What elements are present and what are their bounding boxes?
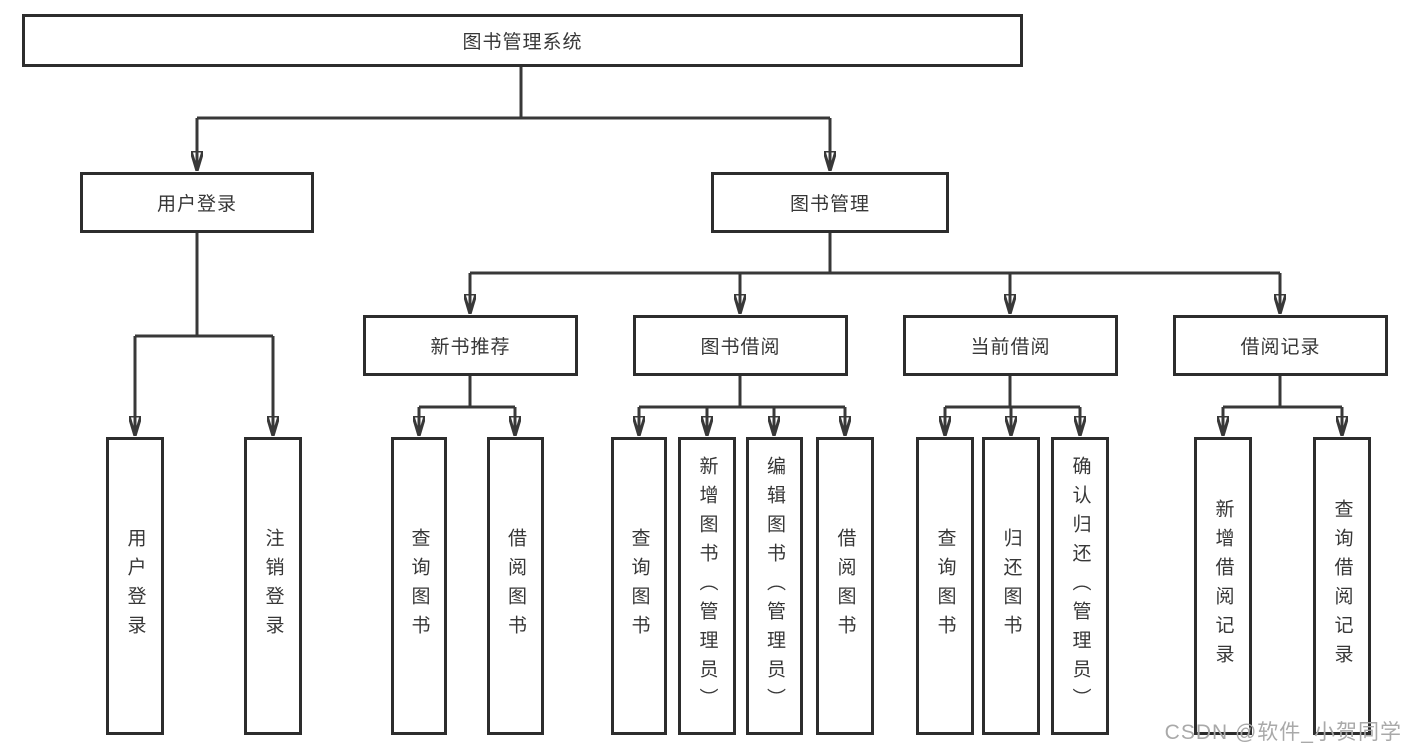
connector-book-borrow [639, 376, 845, 435]
node-label: 确认归还（管理员） [1069, 455, 1091, 717]
connector-new-books [419, 376, 515, 435]
node-leaf-return-books: 归还图书 [982, 437, 1040, 735]
node-label: 归还图书 [1000, 528, 1022, 644]
node-current-borrowing: 当前借阅 [903, 315, 1118, 376]
node-user-login-module: 用户登录 [80, 172, 314, 233]
node-leaf-query-books-newbooks: 查询图书 [391, 437, 447, 735]
node-library-management-system: 图书管理系统 [22, 14, 1023, 67]
connector-borrow-records [1223, 376, 1342, 435]
node-leaf-borrow-books-borrowing: 借阅图书 [816, 437, 874, 735]
connector-book-mgmt [470, 233, 1280, 313]
node-label: 编辑图书（管理员） [764, 455, 785, 717]
node-leaf-query-borrow-record: 查询借阅记录 [1313, 437, 1371, 735]
node-label: 借阅记录 [1240, 337, 1321, 358]
node-label: 图书管理系统 [462, 32, 583, 53]
node-borrowing-records: 借阅记录 [1173, 315, 1388, 376]
node-book-borrowing: 图书借阅 [633, 315, 848, 376]
node-label: 借阅图书 [505, 528, 526, 644]
node-label: 用户登录 [124, 528, 146, 644]
node-label: 借阅图书 [834, 528, 856, 644]
connector-current-borrow [945, 376, 1080, 435]
connector-user-login [135, 233, 273, 435]
node-leaf-query-books-current: 查询图书 [916, 437, 974, 735]
node-label: 图书管理 [789, 194, 870, 215]
node-label: 查询图书 [934, 528, 956, 644]
node-leaf-edit-books-admin: 编辑图书（管理员） [746, 437, 803, 735]
node-leaf-borrow-books-newbooks: 借阅图书 [487, 437, 544, 735]
node-label: 查询图书 [628, 528, 650, 644]
node-label: 查询借阅记录 [1331, 499, 1353, 673]
node-label: 当前借阅 [970, 337, 1051, 358]
node-label: 图书借阅 [700, 337, 781, 358]
node-leaf-confirm-return-admin: 确认归还（管理员） [1051, 437, 1109, 735]
node-leaf-query-books-borrowing: 查询图书 [611, 437, 667, 735]
node-label: 注销登录 [262, 528, 284, 644]
node-book-management-module: 图书管理 [711, 172, 949, 233]
watermark: CSDN @软件_小贺同学 [1164, 721, 1402, 744]
node-label: 新书推荐 [430, 337, 511, 358]
node-leaf-logout: 注销登录 [244, 437, 302, 735]
node-label: 新增借阅记录 [1212, 499, 1234, 673]
node-new-book-recommendation: 新书推荐 [363, 315, 578, 376]
node-leaf-add-borrow-record: 新增借阅记录 [1194, 437, 1252, 735]
node-leaf-add-books-admin: 新增图书（管理员） [678, 437, 736, 735]
node-label: 用户登录 [156, 194, 237, 215]
connector-root [197, 67, 830, 170]
node-label: 新增图书（管理员） [696, 455, 718, 717]
node-label: 查询图书 [408, 528, 430, 644]
node-leaf-user-login: 用户登录 [106, 437, 164, 735]
